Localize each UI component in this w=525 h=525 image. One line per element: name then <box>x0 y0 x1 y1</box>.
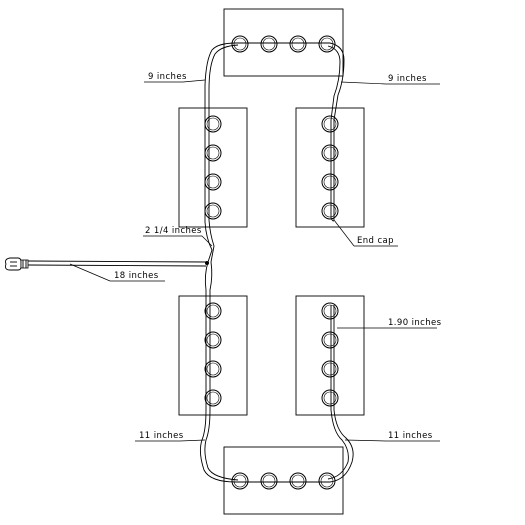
wire-top-left-run <box>204 42 237 120</box>
wire-upper-left-column-2 <box>208 120 215 263</box>
jar-upper-left <box>204 115 222 133</box>
label-bottom-right-run: 11 inches <box>388 431 433 441</box>
jar-lower-right <box>321 360 339 378</box>
wire-top-right-run-2 <box>327 45 341 121</box>
wire-lower-right-column-2 <box>327 305 349 480</box>
jar-upper-left <box>204 144 222 162</box>
jar-top <box>289 35 307 53</box>
wire-lead-in-top <box>27 260 207 263</box>
jar-lower-right <box>321 331 339 349</box>
label-jumper: 2 1/4 inches <box>145 226 202 236</box>
label-spacing: 1.90 inches <box>388 318 442 328</box>
label-lead-in: 18 inches <box>114 271 159 281</box>
jar-lower-left <box>204 389 222 407</box>
label-bottom-left-run: 11 inches <box>139 431 184 441</box>
jar-lower-right <box>321 302 339 320</box>
wire-lower-right-column <box>329 305 354 483</box>
wire-lower-left-column <box>199 300 237 483</box>
jar-lower-left <box>204 302 222 320</box>
leader-end-cap <box>333 219 355 247</box>
leader-bottom-left <box>179 439 206 442</box>
jar-upper-right <box>321 173 339 191</box>
jar-bottom <box>260 472 278 490</box>
leader-bottom-right <box>344 439 387 442</box>
wire-top-left-run-2 <box>208 44 239 120</box>
jar-upper-left <box>204 202 222 220</box>
label-top-left-run: 9 inches <box>148 72 187 82</box>
jar-upper-left <box>204 173 222 191</box>
wire-top-right-run <box>329 42 345 121</box>
jar-bottom <box>318 472 336 490</box>
wire-upper-left-column <box>204 120 213 263</box>
jar-upper-right <box>321 144 339 162</box>
wire-lead-in-bottom <box>27 264 207 267</box>
wire-middle-left-jumper-2 <box>209 261 213 300</box>
jar-top <box>260 35 278 53</box>
label-top-right-run: 9 inches <box>388 74 427 84</box>
leader-top-left <box>182 79 206 83</box>
jar-lower-right <box>321 389 339 407</box>
jar-top <box>231 35 249 53</box>
wire-middle-left-jumper <box>204 261 209 300</box>
leader-lead-in <box>69 263 111 282</box>
leader-jumper <box>201 235 213 247</box>
splice-dot <box>205 261 209 265</box>
leader-top-right <box>340 81 387 85</box>
wire-lower-left-column-2 <box>204 300 239 481</box>
jar-bottom <box>231 472 249 490</box>
jar-upper-right <box>321 202 339 220</box>
wire-end-cap <box>330 217 335 222</box>
jar-lower-left <box>204 360 222 378</box>
plug-icon <box>5 257 29 271</box>
jar-upper-right <box>321 115 339 133</box>
jar-bottom <box>289 472 307 490</box>
label-end-cap: End cap <box>357 236 394 246</box>
jar-lower-left <box>204 331 222 349</box>
